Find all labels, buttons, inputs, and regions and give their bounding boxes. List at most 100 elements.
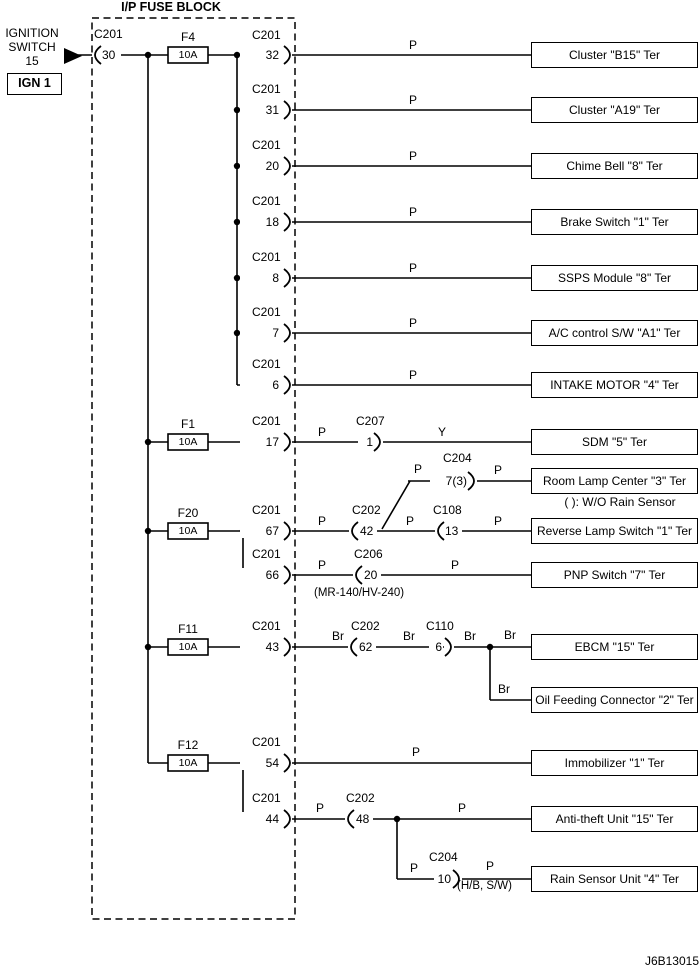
component-box: Rain Sensor Unit "4" Ter bbox=[531, 866, 698, 892]
wire-color-label: P bbox=[408, 38, 417, 52]
wire-lines bbox=[78, 54, 531, 880]
connector-label: C110 bbox=[426, 619, 454, 633]
component-box: SDM "5" Ter bbox=[531, 429, 698, 455]
wire-color-label: P bbox=[317, 514, 326, 528]
connector-pin: 66 bbox=[240, 568, 280, 582]
component-box: Oil Feeding Connector "2" Ter bbox=[531, 687, 698, 713]
connector-pin: 7 bbox=[240, 326, 280, 340]
connector-pin: 18 bbox=[240, 215, 280, 229]
wire-color-label: Br bbox=[504, 628, 516, 642]
component-box: INTAKE MOTOR "4" Ter bbox=[531, 372, 698, 398]
component-box: Cluster "A19" Ter bbox=[531, 97, 698, 123]
ign1-circuit-badge: IGN 1 bbox=[7, 73, 62, 95]
power-source-arrow-icon bbox=[64, 48, 82, 64]
connector-label: C201 bbox=[252, 305, 281, 319]
connector-label: C201 bbox=[252, 547, 281, 561]
wire-color-label: P bbox=[408, 205, 417, 219]
fuse-name: F11 bbox=[178, 622, 198, 636]
fuse-name: F1 bbox=[180, 417, 195, 431]
wire-color-label: P bbox=[493, 514, 502, 528]
wire-color-label: Y bbox=[437, 425, 446, 439]
connector-pin: 8 bbox=[240, 271, 280, 285]
wire-color-label: P bbox=[408, 368, 417, 382]
connector-pin: 13 bbox=[444, 524, 462, 538]
wire-color-label: P bbox=[450, 558, 459, 572]
wire-color-label: P bbox=[457, 801, 466, 815]
wire-color-label: P bbox=[317, 425, 326, 439]
connector-pin: 6 bbox=[240, 378, 280, 392]
component-box: Brake Switch "1" Ter bbox=[531, 209, 698, 235]
fuse-name: F12 bbox=[177, 738, 199, 752]
wire-color-label: Br bbox=[403, 629, 415, 643]
wire-color-label: P bbox=[317, 558, 326, 572]
component-box: Room Lamp Center "3" Ter bbox=[531, 468, 698, 494]
connector-pin: 7(3) bbox=[430, 474, 468, 488]
fuse-name: F20 bbox=[177, 506, 199, 520]
fuse-rating: 10A bbox=[178, 757, 198, 769]
connector-label: C202 bbox=[352, 503, 381, 517]
fuse-name: F4 bbox=[180, 30, 195, 44]
component-box: Anti-theft Unit "15" Ter bbox=[531, 806, 698, 832]
fuse-symbols bbox=[167, 46, 209, 772]
connector-label: C204 bbox=[429, 850, 458, 864]
wire-color-label: P bbox=[485, 859, 494, 873]
figure-id: J6B13015 bbox=[644, 954, 699, 968]
connector-pin: 1 bbox=[358, 435, 374, 449]
connector-pin: 44 bbox=[240, 812, 280, 826]
connector-pin: 42 bbox=[359, 524, 377, 538]
connector-label: C207 bbox=[356, 414, 385, 428]
component-box: Reverse Lamp Switch "1" Ter bbox=[531, 518, 698, 544]
connector-pin: 43 bbox=[240, 640, 280, 654]
wire-color-label: Br bbox=[464, 629, 476, 643]
connector-label: C201 bbox=[252, 28, 281, 42]
connector-pin: 67 bbox=[240, 524, 280, 538]
connector-pin: 54 bbox=[240, 756, 280, 770]
fuse-block-title: I/P FUSE BLOCK bbox=[121, 0, 221, 14]
fuse-rating: 10A bbox=[178, 525, 198, 537]
connector-pin: 10 bbox=[434, 872, 452, 886]
connector-arcs bbox=[94, 45, 475, 889]
connector-pin: 30 bbox=[101, 48, 121, 62]
connector-label: C201 bbox=[252, 138, 281, 152]
connector-label: C202 bbox=[351, 619, 380, 633]
connector-label: C206 bbox=[354, 547, 383, 561]
wire-color-label: P bbox=[413, 462, 422, 476]
wire-color-label: Br bbox=[498, 682, 510, 696]
connector-label: C201 bbox=[252, 791, 281, 805]
connector-pin: 31 bbox=[240, 103, 280, 117]
connector-label: C201 bbox=[252, 194, 281, 208]
connector-pin: 20 bbox=[363, 568, 381, 582]
component-box: PNP Switch "7" Ter bbox=[531, 562, 698, 588]
wire-color-label: P bbox=[408, 93, 417, 107]
connector-label: C204 bbox=[443, 451, 472, 465]
component-box: A/C control S/W "A1" Ter bbox=[531, 320, 698, 346]
connector-pin: 62 bbox=[358, 640, 376, 654]
wire-color-label: P bbox=[315, 801, 324, 815]
connector-pin: 6 bbox=[429, 640, 443, 654]
wire-color-label: P bbox=[408, 316, 417, 330]
connector-label: C202 bbox=[346, 791, 375, 805]
fuse-block-border bbox=[91, 17, 296, 920]
connector-label: C201 bbox=[252, 619, 281, 633]
component-box: SSPS Module "8" Ter bbox=[531, 265, 698, 291]
wire-color-label: P bbox=[408, 149, 417, 163]
connector-label: C201 bbox=[252, 503, 281, 517]
component-box: Immobilizer "1" Ter bbox=[531, 750, 698, 776]
component-box: Chime Bell "8" Ter bbox=[531, 153, 698, 179]
connector-pin: 17 bbox=[240, 435, 280, 449]
connector-label: C108 bbox=[433, 503, 462, 517]
connector-label: C201 bbox=[94, 27, 123, 41]
wire-color-label: P bbox=[408, 261, 417, 275]
wire-color-label: P bbox=[409, 861, 418, 875]
note-room-lamp-variant: ( ): W/O Rain Sensor bbox=[564, 495, 676, 509]
connector-pin: 48 bbox=[355, 812, 373, 826]
ignition-switch-label: IGNITION SWITCH 15 bbox=[5, 26, 59, 68]
component-box: EBCM "15" Ter bbox=[531, 634, 698, 660]
connector-pin: 20 bbox=[240, 159, 280, 173]
connector-pin: 32 bbox=[240, 48, 280, 62]
connector-label: C201 bbox=[252, 735, 281, 749]
connector-label: C201 bbox=[252, 414, 281, 428]
fuse-rating: 10A bbox=[178, 49, 198, 61]
